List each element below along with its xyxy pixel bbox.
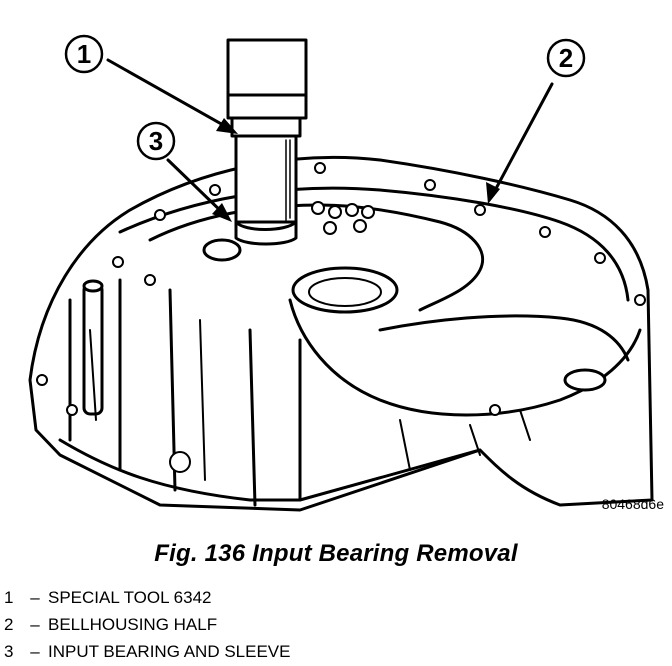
arrowhead-2 bbox=[486, 182, 500, 204]
callout-1-number: 1 bbox=[77, 39, 91, 69]
tool-shaft bbox=[234, 116, 298, 224]
legend-item-text: SPECIAL TOOL 6342 bbox=[48, 588, 212, 607]
callout-1: 1 bbox=[64, 34, 104, 74]
legend-item-dash: – bbox=[30, 642, 40, 661]
housing-mating-face bbox=[148, 203, 485, 312]
callout-3: 3 bbox=[136, 121, 176, 161]
leader-2 bbox=[490, 82, 554, 198]
special-tool bbox=[226, 38, 308, 246]
housing-boss bbox=[202, 238, 242, 262]
leader-1 bbox=[106, 58, 234, 132]
callout-3-number: 3 bbox=[149, 126, 163, 156]
arrowhead-3 bbox=[212, 203, 232, 222]
bellhousing-illustration: 1 2 3 80468d6e bbox=[28, 34, 665, 512]
housing-outer-flange bbox=[28, 155, 654, 512]
legend-item-dash: – bbox=[30, 615, 40, 634]
leader-lines bbox=[106, 58, 554, 222]
leader-3 bbox=[166, 158, 228, 218]
housing-ribs bbox=[89, 319, 531, 481]
housing-plug bbox=[563, 368, 607, 392]
bolt-holes bbox=[36, 162, 646, 473]
dowel-pin bbox=[82, 282, 104, 416]
housing-lower-edge bbox=[58, 438, 482, 502]
legend-item-text: INPUT BEARING AND SLEEVE bbox=[48, 642, 291, 661]
callout-2-number: 2 bbox=[559, 43, 573, 73]
bolt-cluster bbox=[311, 201, 375, 235]
figure-caption: Fig. 136 Input Bearing Removal bbox=[154, 540, 518, 567]
legend-list: 1–SPECIAL TOOL 6342 2–BELLHOUSING HALF 3… bbox=[4, 584, 290, 665]
housing-left-wall bbox=[68, 278, 302, 507]
bearing-bore-inner bbox=[308, 277, 382, 307]
art-code: 80468d6e bbox=[602, 496, 665, 512]
bearing-bore bbox=[291, 266, 399, 314]
legend-item-number: 2 bbox=[4, 615, 14, 634]
legend-item-number: 3 bbox=[4, 642, 14, 661]
housing-inner-rim bbox=[118, 186, 630, 302]
tool-shaft-shade bbox=[285, 139, 291, 221]
legend-item: 3–INPUT BEARING AND SLEEVE bbox=[4, 638, 290, 665]
dowel-pin-top bbox=[82, 279, 104, 293]
legend-item-dash: – bbox=[30, 588, 40, 607]
arrowhead-1 bbox=[216, 118, 238, 134]
legend-item: 2–BELLHOUSING HALF bbox=[4, 611, 290, 638]
legend-item: 1–SPECIAL TOOL 6342 bbox=[4, 584, 290, 611]
tool-upper-body bbox=[226, 38, 308, 120]
tool-base bbox=[234, 220, 298, 246]
legend-item-text: BELLHOUSING HALF bbox=[48, 615, 218, 634]
tool-collar bbox=[230, 116, 302, 138]
callout-2: 2 bbox=[546, 38, 586, 78]
legend-item-number: 1 bbox=[4, 588, 14, 607]
housing-cavity-line bbox=[378, 314, 630, 362]
